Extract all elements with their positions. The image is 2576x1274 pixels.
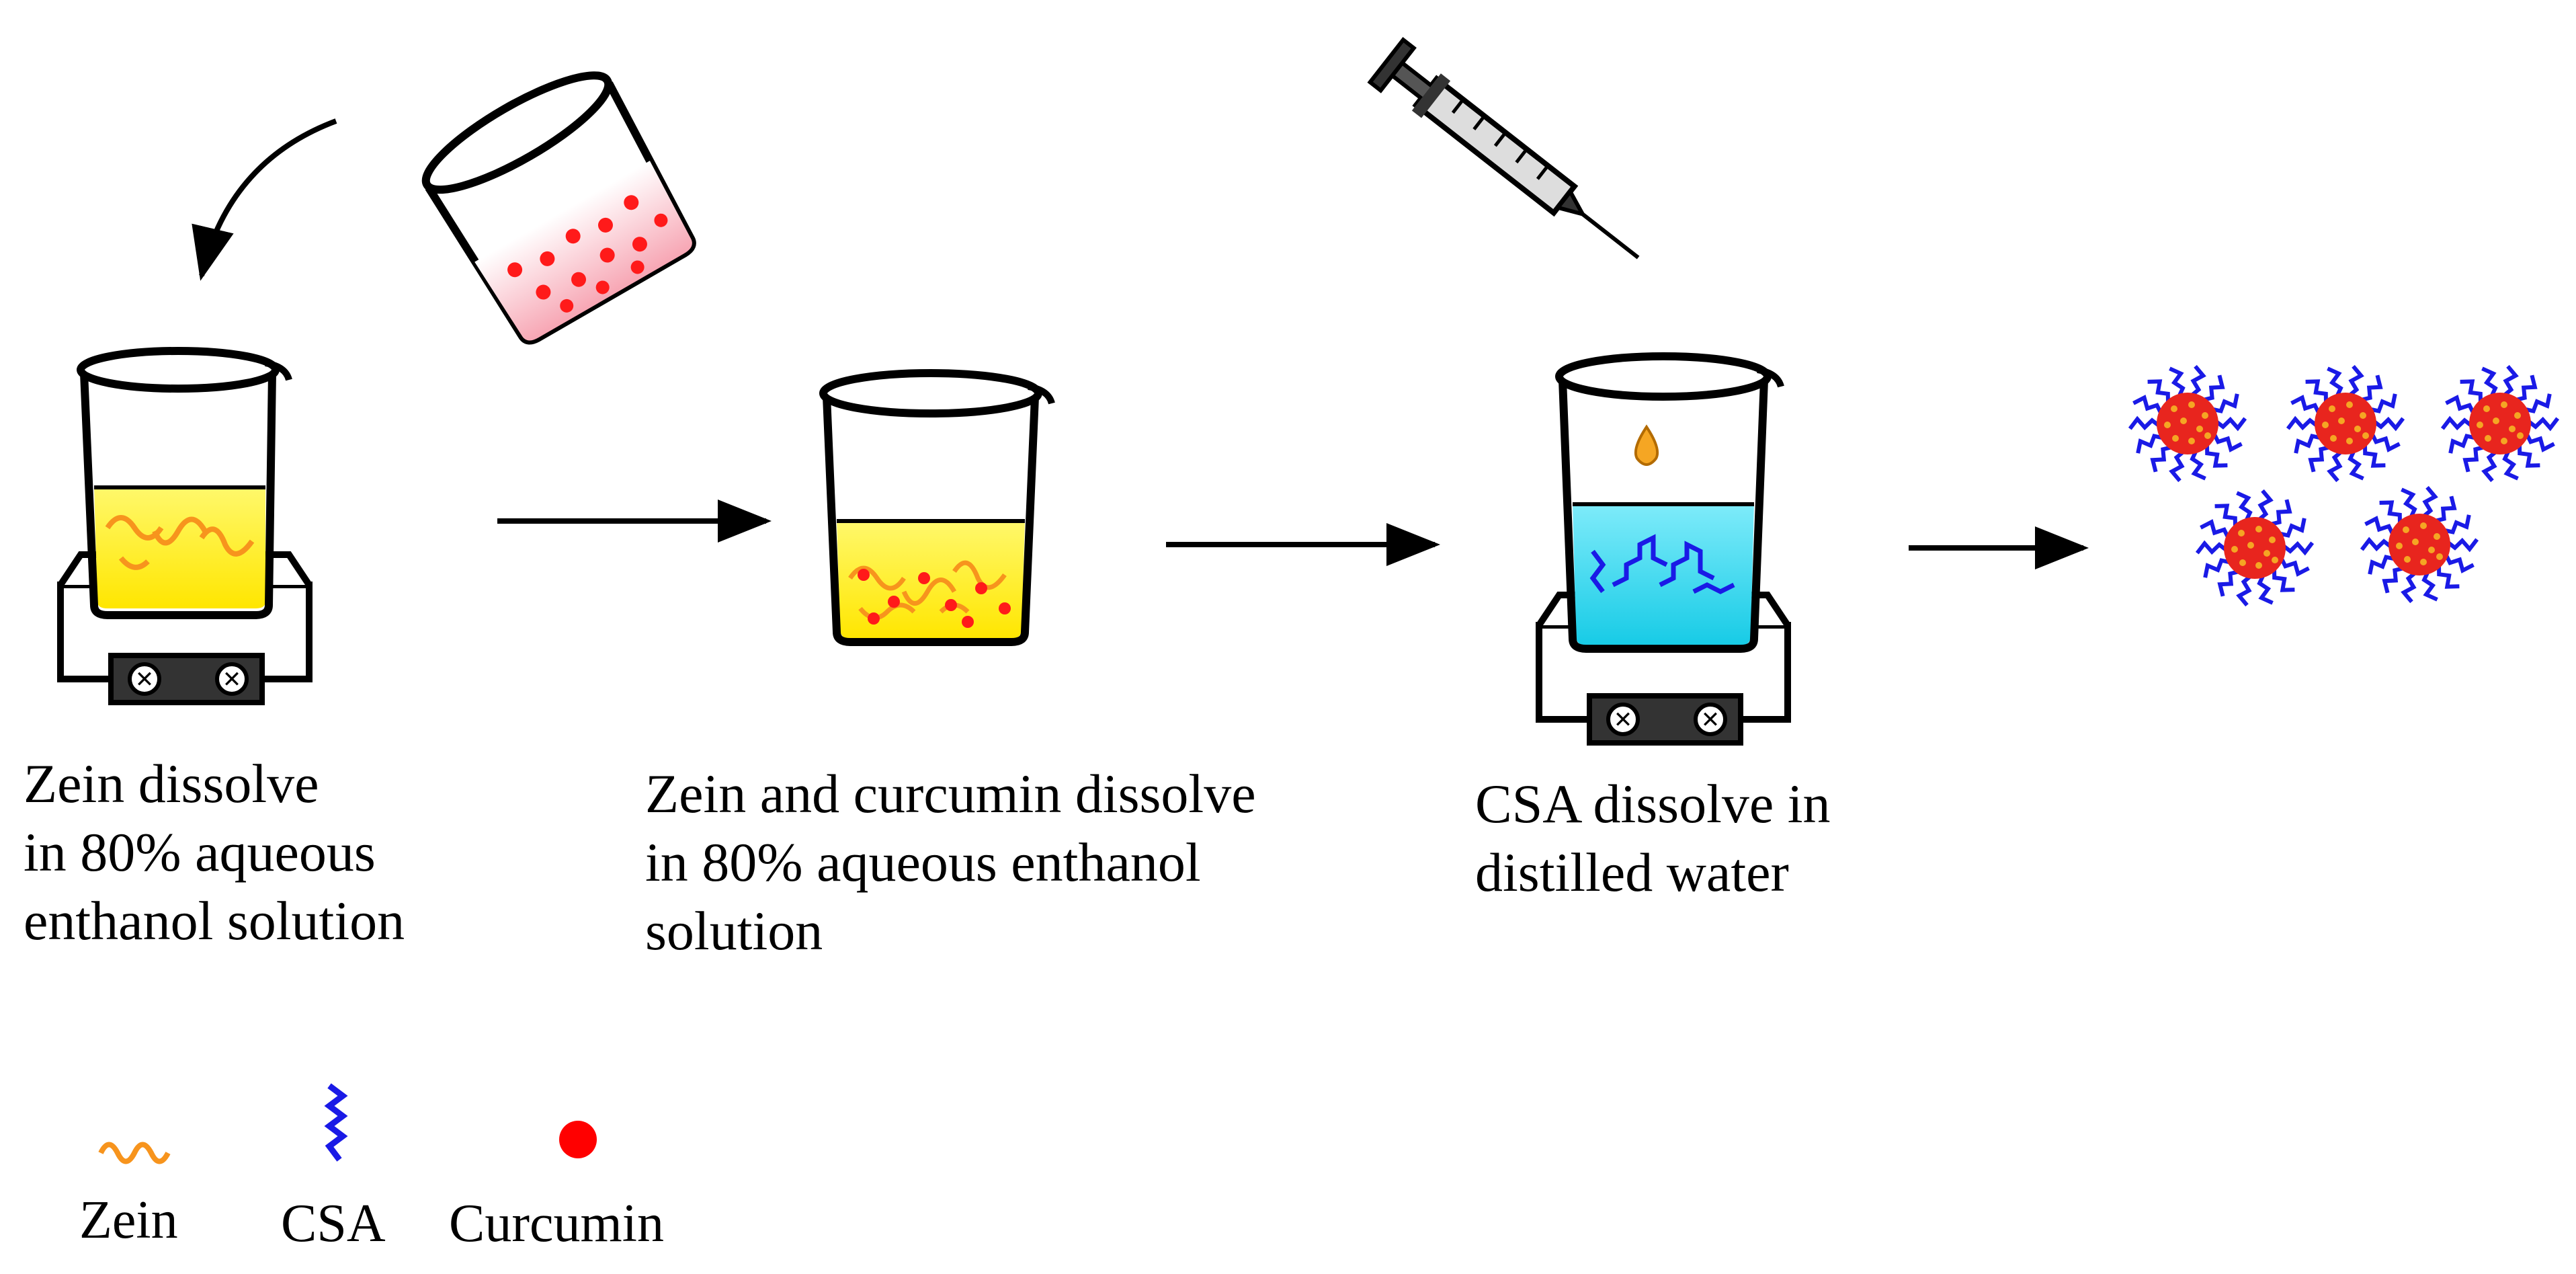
beaker-3 [1555,352,1784,653]
nanoparticle-icon [2286,364,2405,483]
nanoparticle-group [2128,364,2560,607]
svg-text:✕: ✕ [135,667,155,692]
nanoparticle-icon [2128,364,2247,483]
legend-csa-icon [324,1083,348,1162]
svg-text:✕: ✕ [1614,707,1633,733]
drop-icon [1634,424,1659,466]
legend-zein-label: Zein [79,1191,178,1250]
legend-curcumin-icon [559,1121,597,1158]
legend-curcumin-label: Curcumin [449,1194,664,1253]
legend-csa-label: CSA [281,1194,386,1253]
beaker-2 [819,369,1055,646]
legend-zein-icon [98,1142,171,1164]
step-3-caption: CSA dissolve in distilled water [1475,773,1831,903]
nanoparticle-icon [2440,364,2560,483]
syringe-icon [1367,36,1640,260]
curcumin-beaker [421,71,696,345]
nanoparticle-icon [2360,485,2479,604]
step-1-caption: Zein dissolve in 80% aqueous enthanol so… [24,753,405,951]
pour-arrow [192,118,337,281]
svg-text:✕: ✕ [1701,707,1720,733]
step-2-caption: Zein and curcumin dissolve in 80% aqueou… [645,763,1256,961]
nanoparticle-icon [2195,489,2315,607]
beaker-1 [77,347,292,619]
svg-text:✕: ✕ [222,667,242,692]
